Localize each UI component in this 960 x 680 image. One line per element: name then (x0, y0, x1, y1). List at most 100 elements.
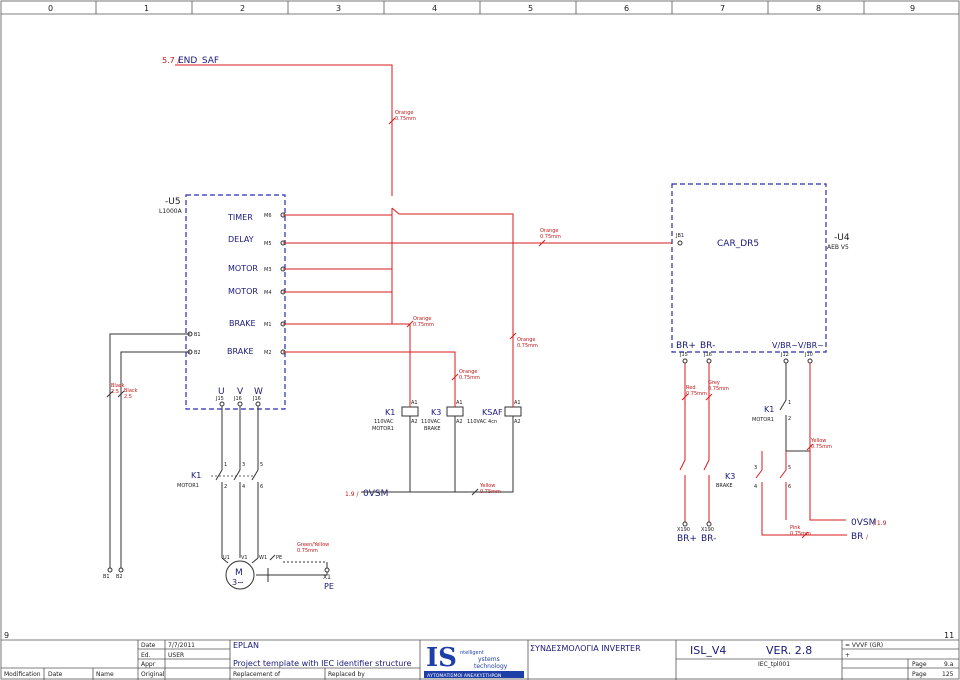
terminal-j10[interactable] (807, 358, 813, 364)
u5-m4: M4 (264, 290, 272, 296)
column-3: 3 (336, 4, 341, 13)
u5-v: V (237, 387, 244, 397)
u4-car-dr5: CAR_DR5 (717, 239, 759, 249)
wire-label-orange-m5: Orange (540, 228, 558, 234)
motor-m: M (235, 568, 243, 578)
column-dividers (95, 1, 865, 14)
wire-size-m5: 0.75mm (540, 234, 561, 240)
tb-drawing[interactable]: ISL_V4 (690, 644, 726, 657)
motor-pe: PE (276, 555, 282, 561)
page-left: 9 (4, 631, 9, 640)
wire-br-plus (679, 363, 686, 522)
wire-label-orange-k3: Orange (459, 369, 477, 375)
tb-modification: Modification (4, 671, 41, 678)
terminal-j16[interactable] (706, 358, 712, 364)
tb-eq-vvvf: = VVVF (GR) (845, 642, 883, 649)
wire-j10-ovsm (809, 363, 846, 521)
tb-project[interactable]: Project template with IEC identifier str… (233, 659, 411, 668)
wire-size-k1: 0.75mm (413, 322, 434, 328)
x190-br-minus: BR- (701, 534, 716, 544)
coil-k3[interactable] (446, 406, 464, 417)
motor-symbol[interactable] (225, 560, 255, 590)
ovsm-right-xref[interactable]: / 1.9 (873, 520, 887, 527)
k3-desc: BRAKE (424, 426, 441, 432)
k1-aux-desc: MOTOR1 (752, 417, 774, 423)
k1-desc: MOTOR1 (372, 426, 394, 432)
wire-tick-m5 (538, 239, 546, 247)
b-term-b1: B1 (103, 574, 110, 580)
tb-appr-label: Appr (141, 661, 156, 668)
terminal-x190-2[interactable] (706, 521, 712, 527)
wire-label-orange-ksaf: Orange (517, 337, 535, 343)
coil-k1[interactable] (401, 406, 419, 417)
ksaf-tag: KSAF (482, 408, 503, 417)
logo-line1: ystems (478, 656, 500, 663)
end-saf-label[interactable]: END_SAF (178, 56, 219, 66)
u4-device-box[interactable] (671, 183, 827, 353)
page-right: 11 (944, 631, 954, 640)
terminal-x190-1[interactable] (682, 521, 688, 527)
wire-size-yellow-coil: 0.75mm (480, 489, 501, 495)
tb-ed-value[interactable]: USER (168, 652, 184, 659)
tb-heading[interactable]: ΣΥΝΔΕΣΜΟΛΟΓΙΑ INVERTER (530, 644, 641, 653)
u5-m1: M1 (264, 322, 272, 328)
k3-volt: 110VAC (421, 419, 441, 425)
wire-tick-pe (269, 554, 276, 561)
u5-id: -U5 (165, 197, 181, 207)
u4-j12: J12 (780, 352, 789, 358)
k3-aux-desc: BRAKE (716, 483, 733, 489)
k1-main-p4: 4 (242, 484, 245, 490)
column-0: 0 (48, 4, 53, 13)
coil-ksaf[interactable] (504, 406, 522, 417)
ovsm-left-xref[interactable]: 1.9 / (345, 491, 359, 498)
end-saf-xref[interactable]: 5.7 / (162, 56, 180, 65)
terminal-j15[interactable] (682, 358, 688, 364)
column-9: 9 (910, 4, 915, 13)
k1-aux-tag: K1 (764, 405, 774, 414)
ovsm-left-label[interactable]: 0VSM (363, 489, 388, 499)
terminal-x1-pe[interactable] (324, 567, 330, 573)
wire-motor-pe (256, 562, 328, 582)
u5-b2: B2 (194, 350, 201, 356)
br-ref-label[interactable]: BR (851, 532, 863, 542)
wire-label-pink: Pink (790, 525, 800, 531)
tb-name-col: Name (96, 671, 114, 678)
wire-size-k3: 0.75mm (459, 375, 480, 381)
tb-page-value-2: 125 (942, 671, 954, 678)
terminal-b2-bottom[interactable] (118, 567, 124, 573)
tb-original: Original (141, 671, 165, 678)
x190-br-plus: BR+ (677, 534, 697, 544)
ovsm-right-label[interactable]: 0VSM (851, 518, 876, 528)
u5-device-box[interactable] (185, 194, 286, 410)
wire-tick-1 (388, 117, 396, 125)
terminal-jb1[interactable] (677, 240, 683, 246)
wire-size-yellow: 0.75mm (811, 444, 832, 450)
wire-end-saf (215, 64, 393, 196)
wire-tick-k1 (406, 320, 414, 328)
terminal-b1-bottom[interactable] (107, 567, 113, 573)
motor-v1: V1 (241, 555, 248, 561)
k1-main-contacts[interactable] (211, 406, 259, 558)
terminal-w[interactable] (255, 401, 261, 407)
tb-version[interactable]: VER. 2.8 (766, 644, 812, 657)
u4-type: AEB V5 (827, 244, 849, 251)
tb-page-label-2: Page (912, 671, 927, 678)
u4-v-br-1: V/BR~ (772, 341, 798, 350)
wire-ksaf-feed (391, 207, 514, 400)
br-ref-xref[interactable]: / (866, 534, 869, 541)
k1-aux-contact[interactable] (779, 363, 810, 452)
u5-m2: M2 (264, 350, 272, 356)
terminal-j12[interactable] (783, 358, 789, 364)
wire-tick-grey (705, 393, 713, 401)
k3-aux-p4: 4 (754, 484, 757, 490)
tb-date-value[interactable]: 7/7/2011 (168, 642, 195, 649)
terminal-u[interactable] (219, 401, 225, 407)
wire-m1 (283, 208, 393, 325)
column-1: 1 (144, 4, 149, 13)
u5-w: W (254, 387, 263, 397)
wire-tick-k3 (451, 373, 459, 381)
terminal-v[interactable] (237, 401, 243, 407)
k3-aux-contacts[interactable] (755, 451, 847, 536)
wire-size-ksaf: 0.75mm (517, 343, 538, 349)
